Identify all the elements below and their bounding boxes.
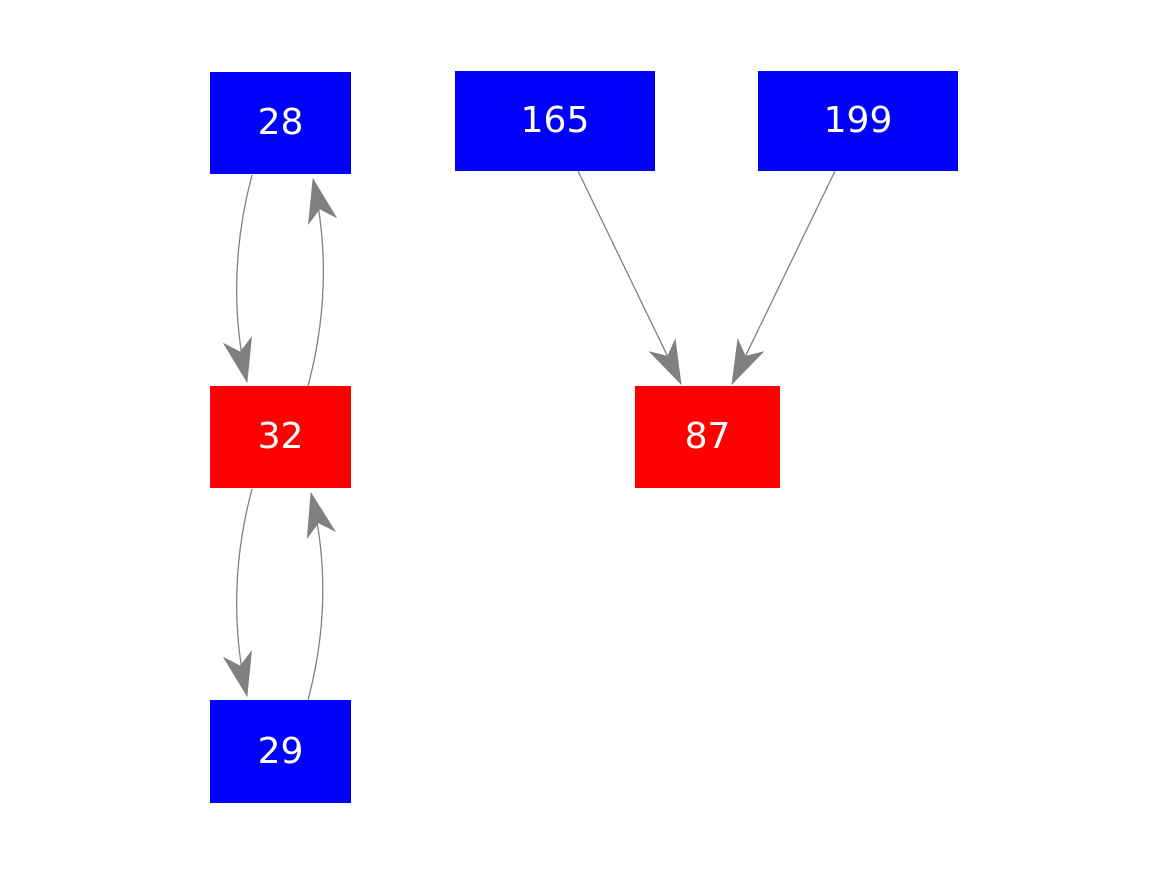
node-label-87: 87 (684, 416, 731, 457)
node-label-165: 165 (520, 100, 590, 141)
node-label-28: 28 (257, 102, 304, 143)
node-label-29: 29 (257, 730, 304, 772)
graph-node-29: 29 (210, 700, 351, 803)
graph-node-32: 32 (210, 386, 351, 488)
edge-199-87 (731, 170, 836, 386)
edge-32-29 (222, 488, 253, 698)
graph-node-28: 28 (210, 72, 351, 174)
node-label-199: 199 (823, 100, 893, 141)
graph-node-165: 165 (455, 71, 655, 171)
graph-node-199: 199 (758, 71, 958, 171)
edge-29-32 (306, 491, 336, 701)
edge-165-87 (577, 170, 682, 386)
node-label-32: 32 (257, 416, 304, 457)
graph-node-87: 87 (635, 386, 780, 488)
edge-32-28 (307, 177, 338, 387)
edge-28-32 (222, 174, 253, 384)
